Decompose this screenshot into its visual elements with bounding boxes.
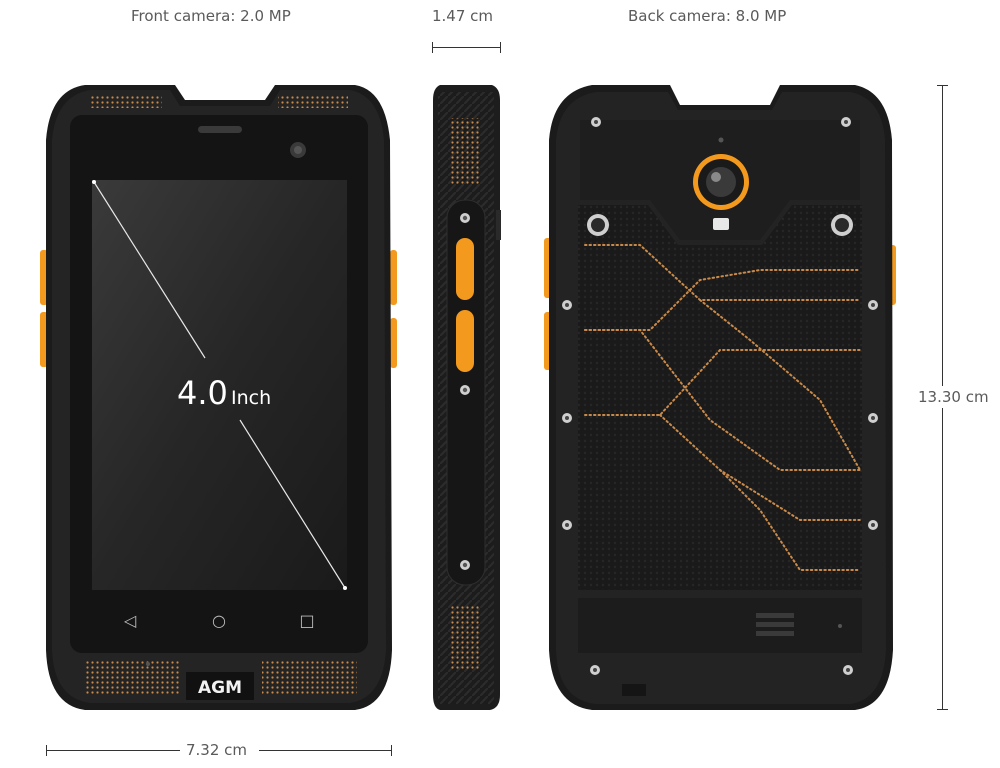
back-camera-label: Back camera: 8.0 MP — [628, 7, 787, 25]
side-top-grille — [450, 118, 480, 184]
front-earpiece — [198, 126, 242, 133]
screen-size-unit: Inch — [231, 387, 271, 409]
thickness-tick-right — [500, 42, 501, 53]
back-textured-panel — [578, 205, 862, 590]
height-tick-top — [937, 85, 948, 86]
front-screen — [92, 180, 347, 590]
screen-size-value: 4.0 — [177, 374, 228, 412]
height-tick-bottom — [937, 709, 948, 710]
front-top-left-grille — [90, 94, 162, 108]
width-dimension-line-right — [259, 750, 391, 751]
front-camera-lens — [294, 146, 302, 154]
thickness-dimension-line — [432, 47, 501, 48]
front-right-button-bottom — [390, 318, 397, 368]
side-phone — [433, 85, 501, 710]
side-volume-up-button — [456, 238, 474, 300]
height-label: 13.30 cm — [918, 386, 989, 408]
nav-back-icon: ◁ — [123, 611, 137, 630]
width-dimension-line-left — [46, 750, 180, 751]
width-tick-right — [391, 745, 392, 756]
back-flash-icon — [713, 218, 729, 230]
back-camera-lens — [706, 167, 736, 197]
front-right-button-top — [390, 250, 397, 305]
thickness-label: 1.47 cm — [432, 7, 494, 25]
front-camera-label: Front camera: 2.0 MP — [131, 7, 291, 25]
side-bottom-grille — [450, 604, 480, 670]
front-top-right-grille — [278, 94, 348, 108]
nav-recent-icon: □ — [299, 611, 314, 630]
side-volume-down-button — [456, 310, 474, 372]
thickness-tick-left — [432, 42, 433, 53]
brand-logo: AGM — [198, 678, 242, 698]
width-label: 7.32 cm — [186, 741, 248, 759]
back-speaker-grille — [756, 613, 794, 618]
front-bottom-left-grille — [85, 660, 180, 696]
front-bottom-right-grille — [262, 660, 357, 696]
back-phone — [544, 85, 896, 710]
front-phone: ◁ ○ □ AGM — [40, 85, 397, 710]
nav-home-icon: ○ — [212, 611, 226, 630]
width-tick-left — [46, 745, 47, 756]
